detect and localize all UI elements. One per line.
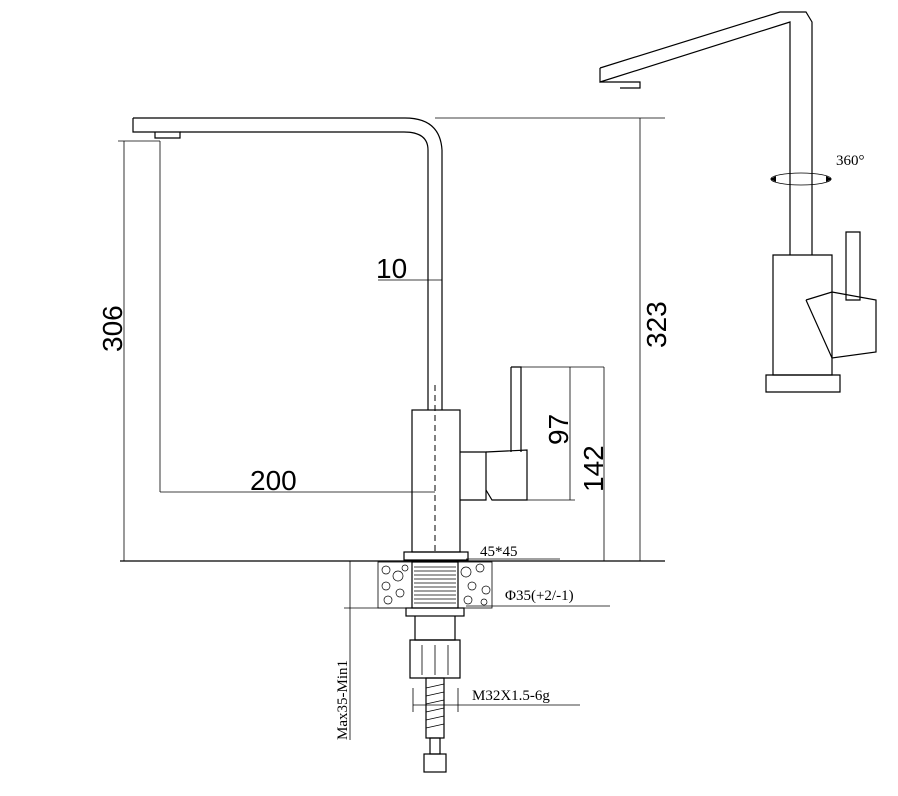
dim-142-label: 142 [578,445,609,492]
dim-hole-label: Φ35(+2/-1) [505,588,574,604]
faucet-elevation [132,117,528,561]
persp-spout-top [599,11,813,255]
countertop-section [120,560,665,773]
dim-97-label: 97 [543,414,574,445]
base-plate [403,551,469,561]
persp-lever [845,231,861,301]
hose-fitting [429,737,441,755]
persp-handle [805,291,877,359]
counter-texture [381,563,491,606]
dim-10-label: 10 [376,253,407,284]
faucet-perspective: 360° [599,11,877,393]
dim-thread-label: M32X1.5-6g [472,688,550,704]
rotation-label: 360° [836,153,865,169]
persp-body [772,254,833,376]
dim-deck-label: Max35-Min1 [335,660,351,740]
hose-threads [425,683,445,729]
threaded-shank [411,561,459,609]
hose-nut [423,753,447,773]
fixing-nut [409,639,461,679]
dim-200-label: 200 [250,465,297,496]
washer [405,607,465,617]
counter-block-left [377,561,413,609]
dimension-lines [118,117,665,740]
nut-ribs [421,645,449,675]
persp-spout-side [599,21,791,255]
handle-block [485,449,528,501]
shank-lower [414,616,456,641]
dim-45x45-label: 45*45 [480,544,518,560]
persp-base [765,374,841,393]
rotation-arrow [770,172,832,186]
shank-threads [414,566,456,604]
spout-tip [132,118,181,139]
dim-306-label: 306 [97,305,128,352]
handle-stem [460,451,487,501]
spout-inner [180,131,429,410]
dim-323-label: 323 [641,301,672,348]
faucet-body [411,409,461,553]
spout-outer [133,117,443,410]
handle-lever [510,366,522,452]
persp-spout-tip [600,81,641,89]
